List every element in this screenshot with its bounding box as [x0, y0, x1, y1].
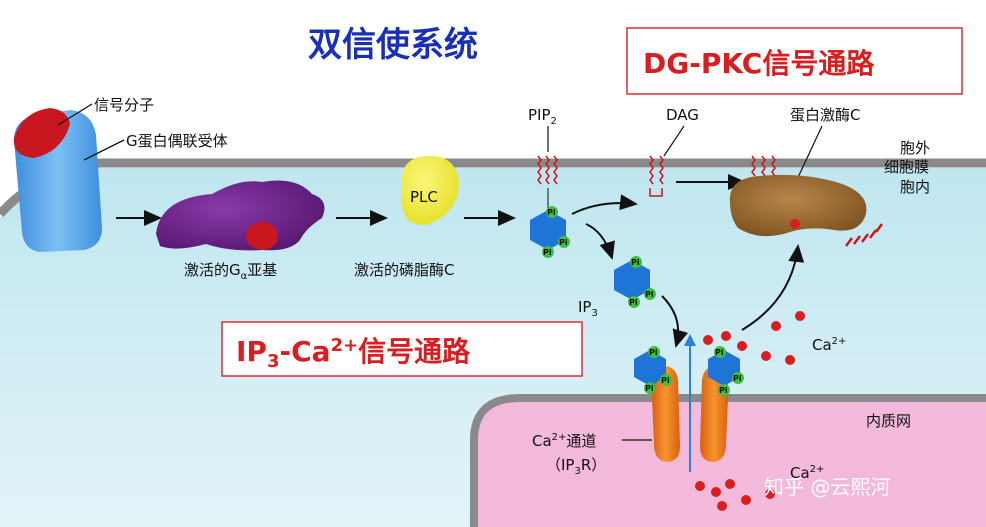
pip2-label: PIP2	[528, 106, 557, 127]
plc-active-label: 激活的磷脂酶C	[354, 261, 454, 279]
dag-lipid-tails	[649, 155, 664, 185]
ca-er-label: Ca2+	[790, 464, 824, 482]
endoplasmic-reticulum	[474, 398, 986, 527]
gtp-molecule	[246, 222, 278, 250]
dag-label: DAG	[666, 106, 699, 124]
svg-text:Pi: Pi	[629, 298, 638, 307]
ip3-ca-pathway-title: IP3-Ca2+信号通路	[236, 335, 471, 372]
dg-pkc-pathway-title: DG-PKC信号通路	[643, 47, 875, 80]
svg-text:Pi: Pi	[559, 238, 568, 247]
galpha-label: 激活的Gα亚基	[184, 261, 277, 282]
ip3-bound-left: Pi Pi Pi	[634, 346, 672, 394]
er-calcium	[695, 479, 775, 511]
cytosolic-calcium	[703, 311, 805, 365]
outside-label: 胞外	[900, 139, 930, 157]
signal-molecule	[13, 108, 70, 158]
ca-efflux-arrowhead	[684, 334, 696, 346]
plc-enzyme	[400, 155, 459, 225]
pip2-head-group: Pi Pi Pi	[530, 206, 570, 258]
channel-label-line2: （IP3R）	[546, 456, 606, 477]
svg-text:Pi: Pi	[547, 208, 556, 217]
arrow-ip3-to-channel	[661, 295, 689, 348]
svg-text:Pi: Pi	[631, 258, 640, 267]
diagram-title: 双信使系统	[308, 25, 478, 65]
svg-text:Pi: Pi	[543, 248, 552, 257]
svg-text:Pi: Pi	[645, 290, 654, 299]
svg-text:Pi: Pi	[719, 386, 728, 395]
ip3-ca-box	[221, 321, 583, 377]
dg-pkc-box	[626, 27, 963, 95]
g-alpha-subunit	[156, 180, 325, 251]
pkc-membrane-anchor	[751, 155, 776, 177]
dag-pointer	[663, 125, 685, 157]
pkc-ca-site	[790, 219, 800, 229]
plc-label: PLC	[410, 188, 438, 206]
er-membrane	[470, 394, 986, 527]
ip3-receptor-left	[651, 366, 680, 462]
watermark: 知乎 @云熙河	[764, 475, 890, 499]
svg-text:Pi: Pi	[733, 374, 742, 383]
ip3-bound-right: Pi Pi Pi	[708, 346, 744, 396]
ip3-molecule: Pi Pi Pi	[614, 256, 656, 308]
er-label: 内质网	[866, 412, 911, 430]
receptor-label: G蛋白偶联受体	[126, 132, 228, 150]
pkc-enzyme	[729, 174, 867, 237]
pkc-phospho-marks	[845, 223, 883, 247]
ip3-label: IP3	[578, 298, 598, 319]
svg-text:Pi: Pi	[645, 384, 654, 393]
signal-molecule-label: 信号分子	[94, 96, 154, 114]
pkc-label: 蛋白激酶C	[790, 106, 860, 124]
arrow-pip2-to-dag	[571, 194, 638, 215]
pip2-lipid-tails	[537, 155, 558, 185]
inside-label: 胞内	[900, 178, 930, 196]
signal-molecule-pointer	[57, 103, 93, 126]
arrow-pip2-to-ip3	[585, 223, 615, 260]
svg-text:Pi: Pi	[649, 348, 658, 357]
dag-head	[649, 188, 663, 197]
membrane-label: 细胞膜	[884, 158, 929, 176]
svg-text:Pi: Pi	[715, 348, 724, 357]
arrow-ca-to-pkc	[741, 244, 805, 331]
channel-label-line1: Ca2+通道	[532, 432, 596, 450]
ca-cytosol-label: Ca2+	[812, 336, 846, 354]
receptor-pointer	[83, 139, 125, 161]
svg-text:Pi: Pi	[661, 376, 670, 385]
